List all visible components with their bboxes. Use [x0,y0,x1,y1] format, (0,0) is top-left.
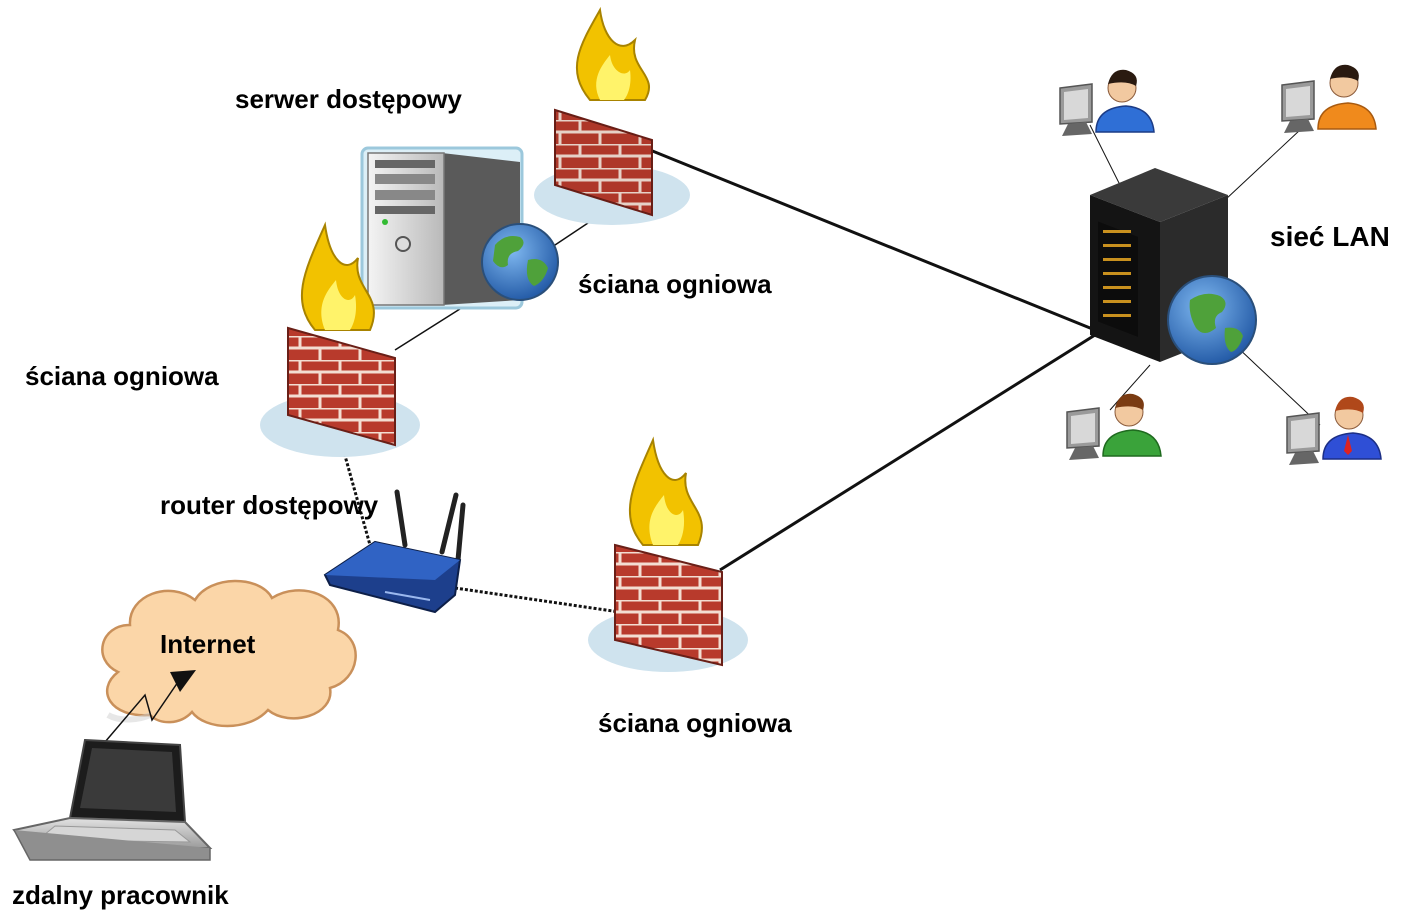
label-internet: Internet [160,629,256,659]
link-firewall-bottom-to-lan [719,333,1096,572]
label-firewall-bottom: ściana ogniowa [598,708,792,738]
router-icon [323,489,466,614]
label-router: router dostępowy [160,490,379,520]
lan-globe-icon [1167,275,1257,365]
label-firewall-top: ściana ogniowa [578,269,772,299]
link-lan-to-user-bottom-right [1234,344,1321,426]
firewall-left-icon [260,221,420,457]
label-access-server: serwer dostępowy [235,84,462,114]
globe-icon [481,223,559,301]
label-remote-worker: zdalny pracownik [12,880,229,910]
label-lan: sieć LAN [1270,221,1390,252]
user-workstation-bottom-left [1066,393,1162,460]
user-workstation-bottom-right [1286,396,1382,465]
link-lan-to-user-top-right [1224,129,1301,201]
lan-server-rack-icon [1090,168,1228,362]
label-firewall-left: ściana ogniowa [25,361,219,391]
internet-cloud-icon [101,579,357,728]
link-router-to-firewall-bottom [454,586,641,617]
link-lan-to-user-bottom-left [1109,364,1151,411]
user-workstation-top-left [1059,69,1155,136]
user-workstation-top-right [1281,64,1377,133]
link-firewall-top-to-lan [649,148,1096,332]
link-laptop-to-internet [104,670,196,743]
firewall-top-icon [534,6,690,225]
firewall-bottom-icon [588,436,748,672]
laptop-icon [12,738,213,861]
